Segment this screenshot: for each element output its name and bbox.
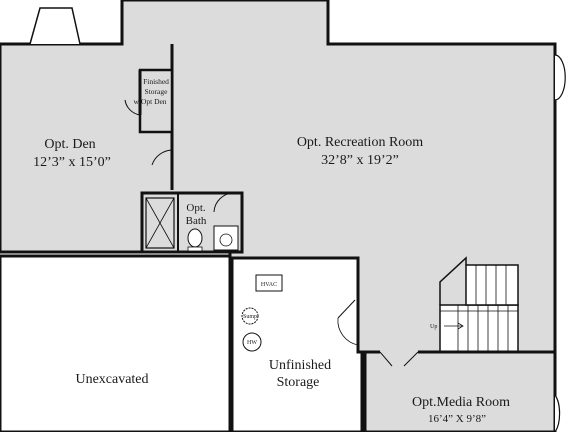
stairs-up-label: Up: [430, 324, 437, 330]
hvac-label: HVAC: [261, 282, 277, 288]
bath-door-swing: [213, 192, 235, 213]
hw-label: HW: [247, 340, 257, 346]
hvac-unit: [255, 274, 283, 292]
den-dims: 12’3” x 15’0”: [33, 155, 111, 170]
recreation-name: Opt. Recreation Room: [297, 135, 423, 150]
den-name: Opt. Den: [44, 137, 95, 152]
window-right-bottom: [554, 394, 561, 432]
media-door-swing: [379, 351, 419, 367]
window-right-top: [554, 54, 566, 101]
storage-line-1: Finished: [143, 77, 169, 86]
water-heater: [242, 332, 262, 352]
storage-door-swing: [337, 317, 359, 346]
bath-line-1: Opt.: [186, 202, 206, 214]
closet-door-swing: [124, 99, 141, 116]
sink: [219, 233, 233, 247]
media-dims: 16’4” X 9’8”: [428, 413, 486, 425]
bath-line-2: Bath: [186, 215, 207, 227]
unfinished-line-1: Unfinished: [269, 358, 331, 373]
stairs: [439, 256, 519, 353]
storage-line-3: w/Opt Den: [133, 97, 166, 106]
shower-x-2: [145, 197, 175, 249]
toilet-tank: [187, 246, 203, 252]
media-name: Opt.Media Room: [412, 395, 510, 410]
den-door-swing: [151, 149, 173, 166]
storage-line-2: Storage: [145, 87, 169, 96]
unexcavated-name: Unexcavated: [75, 372, 148, 387]
sump-label: Sump: [243, 314, 257, 320]
sump-pit: [241, 307, 259, 325]
toilet: [187, 228, 203, 248]
storage-door-leaf: [337, 299, 356, 319]
unexcavated-area: [0, 254, 232, 432]
recreation-dims: 32’8” x 19’2”: [321, 153, 399, 168]
window-well: [29, 7, 81, 45]
unfinished-line-2: Storage: [277, 375, 320, 390]
